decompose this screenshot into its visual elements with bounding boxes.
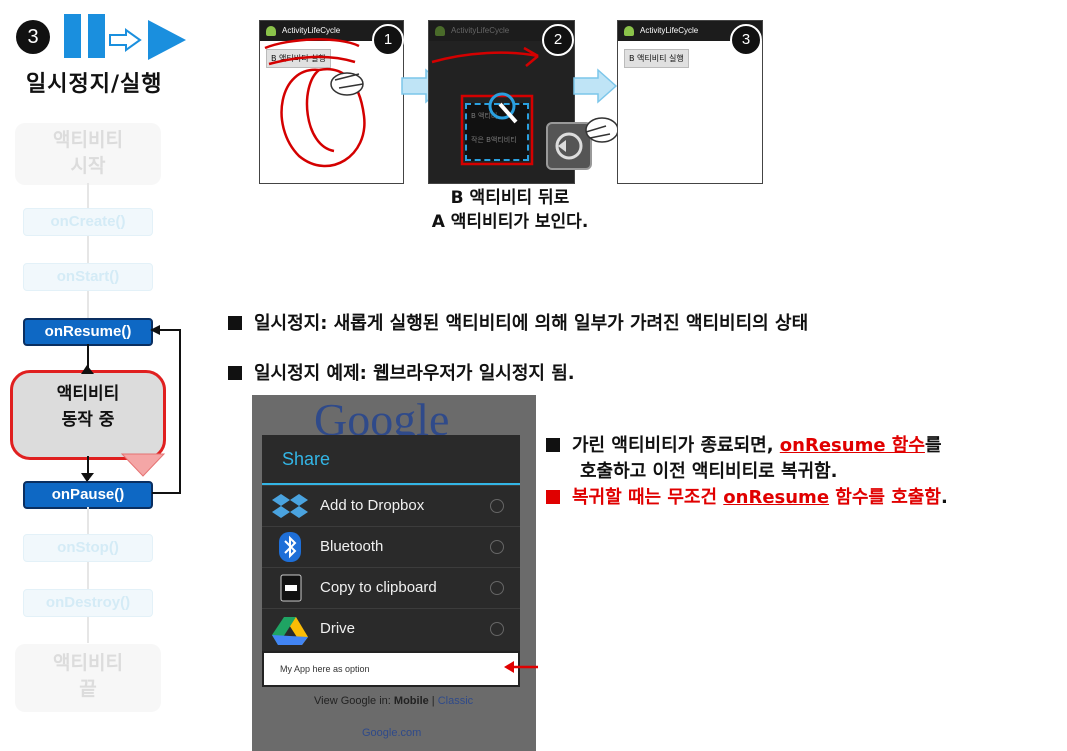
lifecycle-ondestroy: onDestroy() bbox=[23, 589, 153, 617]
drive-icon bbox=[272, 617, 308, 645]
share-title: Share bbox=[262, 435, 520, 485]
red-scribble-2 bbox=[431, 46, 539, 166]
note-line-1a: 가린 액티비티가 종료되면, bbox=[572, 435, 780, 456]
app-title-bar: ActivityLifeCycle bbox=[260, 21, 403, 41]
step-3-badge: 3 bbox=[730, 24, 762, 56]
lifecycle-onresume: onResume() bbox=[23, 318, 153, 346]
connector bbox=[87, 183, 89, 209]
connector bbox=[87, 456, 89, 480]
dropbox-icon bbox=[272, 494, 308, 518]
red-arrow-icon bbox=[504, 661, 538, 673]
app-title: ActivityLifeCycle bbox=[640, 26, 699, 35]
note-line-1c: 를 bbox=[924, 435, 942, 456]
note-line-3b: onResume bbox=[723, 487, 830, 508]
android-icon bbox=[266, 26, 276, 36]
app-title-bar: ActivityLifeCycle bbox=[429, 21, 574, 41]
share-item-label: Copy to clipboard bbox=[320, 579, 437, 596]
share-item-drive[interactable]: Drive bbox=[262, 608, 520, 649]
launch-b-button: B 액티비티 실행 bbox=[624, 49, 689, 68]
bullet-square-red-icon bbox=[546, 490, 560, 504]
bullet-example-text: 일시정지 예제: 웹브라우저가 일시정지 됨. bbox=[254, 363, 575, 384]
radio-button[interactable] bbox=[490, 540, 504, 554]
note-line-3d: . bbox=[940, 487, 948, 508]
dialog-title: B 액티비 bbox=[471, 112, 498, 120]
connector bbox=[87, 344, 89, 368]
step-title: 일시정지/실행 bbox=[26, 72, 163, 97]
connector bbox=[87, 236, 89, 264]
note-line-2: 호출하고 이전 액티비티로 복귀함. bbox=[580, 461, 838, 482]
view-google-in: View Google in: Mobile | Classic bbox=[314, 695, 473, 707]
caption-line-1: B 액티비티 뒤로 bbox=[450, 188, 570, 208]
bullet-square-icon bbox=[228, 366, 242, 380]
step-1-badge: 1 bbox=[372, 24, 404, 56]
android-icon bbox=[624, 26, 634, 36]
my-app-option[interactable]: My App here as option bbox=[262, 651, 520, 687]
step-2-badge: 2 bbox=[542, 24, 574, 56]
share-dialog: Share Add to Dropbox Bluetooth Copy to c… bbox=[262, 435, 520, 687]
down-triangle-icon bbox=[120, 453, 166, 477]
share-item-dropbox[interactable]: Add to Dropbox bbox=[262, 485, 520, 526]
pause-to-play-icon bbox=[109, 20, 186, 60]
note-line-3c: 함수를 호출함 bbox=[829, 487, 941, 508]
lifecycle-oncreate: onCreate() bbox=[23, 208, 153, 236]
dialog-text: 작은 B액티비티 bbox=[471, 136, 517, 144]
caption: B 액티비티 뒤로 A 액티비티가 보인다. bbox=[380, 186, 640, 234]
share-item-label: Add to Dropbox bbox=[320, 497, 425, 514]
bullet-square-icon bbox=[228, 316, 242, 330]
share-item-label: Drive bbox=[320, 620, 356, 637]
lifecycle-start: 액티비티 시작 bbox=[15, 123, 161, 185]
share-item-clipboard[interactable]: Copy to clipboard bbox=[262, 567, 520, 608]
bullet-example: 일시정지 예제: 웹브라우저가 일시정지 됨. bbox=[228, 359, 575, 385]
red-scribble bbox=[264, 38, 366, 168]
lifecycle-arrows bbox=[81, 325, 181, 494]
connector bbox=[87, 291, 89, 319]
lifecycle-end: 액티비티 끝 bbox=[15, 644, 161, 712]
step-number-badge: 3 bbox=[16, 20, 50, 54]
share-item-label: Bluetooth bbox=[320, 538, 384, 555]
note-line-1b: onResume 함수 bbox=[779, 435, 925, 456]
classic-link[interactable]: Classic bbox=[437, 695, 474, 707]
hand-pointer-icon bbox=[585, 117, 619, 143]
browser-screenshot: Google Share Add to Dropbox Bluetooth Co bbox=[252, 395, 536, 751]
bullet-definition: 일시정지: 새롭게 실행된 액티비티에 의해 일부가 가려진 액티비티의 상태 bbox=[228, 309, 808, 335]
google-com-link[interactable]: Google.com bbox=[362, 727, 422, 739]
lifecycle-onstart: onStart() bbox=[23, 263, 153, 291]
note-line-3: 복귀할 때는 무조건 onResume 함수를 호출함. bbox=[546, 485, 948, 511]
app-title-bar: ActivityLifeCycle bbox=[618, 21, 762, 41]
right-arrow-icon bbox=[573, 68, 618, 104]
bullet-definition-text: 일시정지: 새롭게 실행된 액티비티에 의해 일부가 가려진 액티비티의 상태 bbox=[254, 313, 809, 334]
lifecycle-onstop: onStop() bbox=[23, 534, 153, 562]
clipboard-icon bbox=[280, 574, 302, 602]
note-resume: 가린 액티비티가 종료되면, onResume 함수를 호출하고 이전 액티비티… bbox=[546, 433, 948, 511]
back-button-icon bbox=[546, 122, 592, 170]
bullet-square-icon bbox=[546, 438, 560, 452]
android-icon bbox=[435, 26, 445, 36]
caption-line-2: A 액티비티가 보인다. bbox=[431, 212, 589, 232]
app-title: ActivityLifeCycle bbox=[451, 26, 510, 35]
share-item-bluetooth[interactable]: Bluetooth bbox=[262, 526, 520, 567]
mobile-link[interactable]: Mobile bbox=[393, 695, 429, 707]
view-google-prefix: View Google in: bbox=[314, 695, 394, 707]
app-title: ActivityLifeCycle bbox=[282, 26, 341, 35]
pause-icon-bar-left bbox=[64, 14, 81, 58]
radio-button[interactable] bbox=[490, 581, 504, 595]
connector bbox=[87, 562, 89, 590]
radio-button[interactable] bbox=[490, 622, 504, 636]
dialog-b-activity: B 액티비 작은 B액티비티 bbox=[465, 103, 529, 161]
radio-button[interactable] bbox=[490, 499, 504, 513]
pause-icon-bar-right bbox=[88, 14, 105, 58]
separator: | bbox=[428, 695, 438, 707]
screenshot-2: ActivityLifeCycle B 액티비 작은 B액티비티 bbox=[428, 20, 575, 184]
connector bbox=[87, 507, 89, 535]
note-line-1: 가린 액티비티가 종료되면, onResume 함수를 bbox=[546, 433, 948, 459]
bluetooth-icon bbox=[279, 532, 301, 562]
connector bbox=[87, 617, 89, 643]
note-line-3a: 복귀할 때는 무조건 bbox=[572, 487, 724, 508]
